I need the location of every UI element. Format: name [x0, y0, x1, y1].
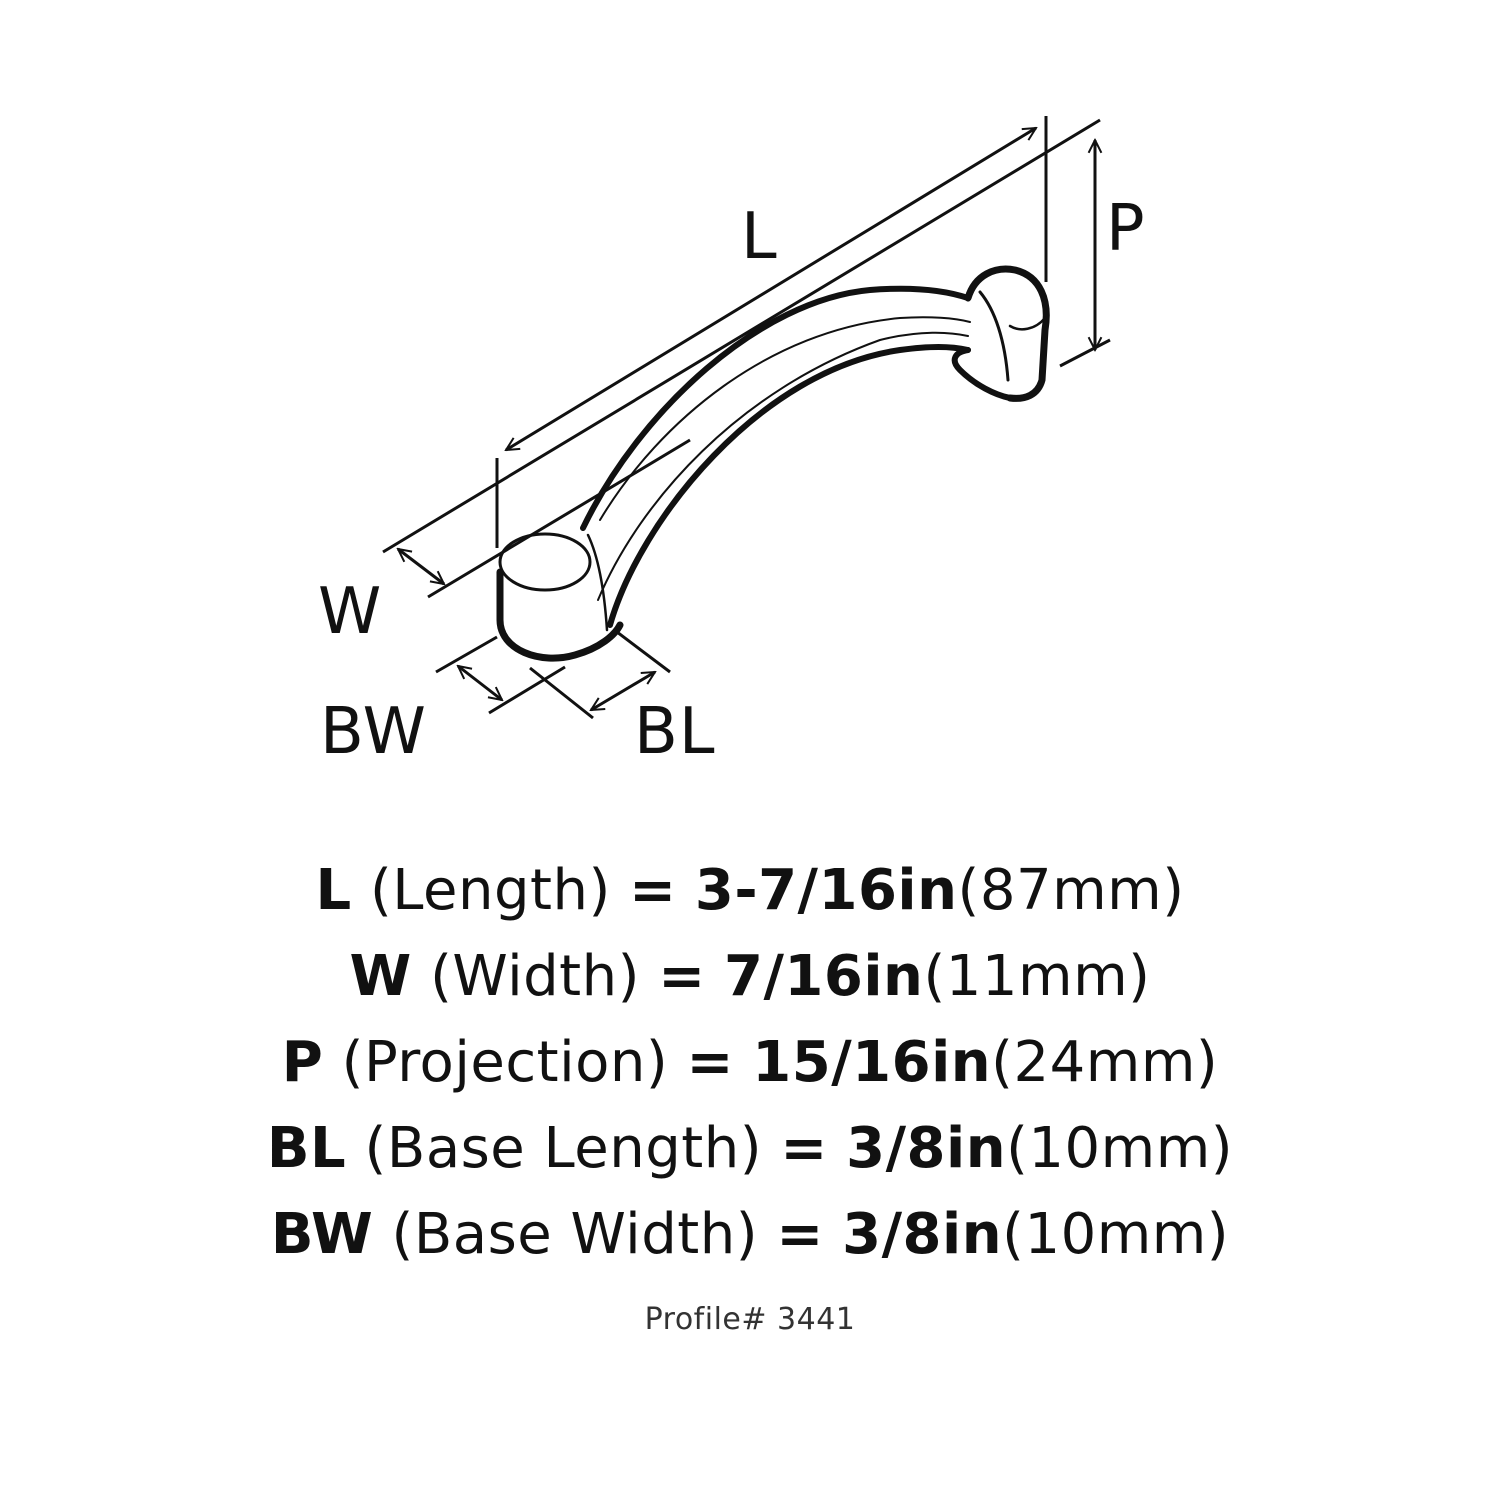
dimension-spec-list: L (Length) = 3-7/16in(87mm) W (Width) = … [0, 848, 1500, 1278]
projection-label: P [1106, 192, 1146, 266]
spec-equals: = [686, 1030, 734, 1095]
spec-metric: (11mm) [923, 944, 1151, 1009]
spec-equals: = [780, 1116, 828, 1181]
spec-imperial: 7/16in [724, 944, 924, 1009]
spec-name: (Base Length) [364, 1116, 763, 1181]
spec-metric: (10mm) [1006, 1116, 1234, 1181]
spec-name: (Length) [369, 858, 611, 923]
spec-imperial: 3-7/16in [694, 858, 958, 923]
spec-code: BW [270, 1202, 374, 1267]
base-width-label: BW [320, 695, 427, 769]
length-label: L [741, 200, 778, 274]
spec-imperial: 3/8in [846, 1116, 1007, 1181]
spec-imperial: 15/16in [752, 1030, 992, 1095]
spec-equals: = [776, 1202, 824, 1267]
projection-dimension [1059, 140, 1111, 368]
spec-name: (Width) [430, 944, 640, 1009]
spec-code: L [315, 858, 352, 923]
base-dimensions [435, 630, 671, 720]
spec-metric: (87mm) [957, 858, 1185, 923]
spec-width: W (Width) = 7/16in(11mm) [0, 934, 1500, 1020]
spec-imperial: 3/8in [842, 1202, 1003, 1267]
profile-number: Profile# 3441 [644, 1302, 856, 1337]
spec-name: (Projection) [341, 1030, 669, 1095]
spec-projection: P (Projection) = 15/16in(24mm) [0, 1020, 1500, 1106]
pull-handle-drawing: L P W BW BL [318, 116, 1146, 769]
spec-code: P [281, 1030, 324, 1095]
spec-base-width: BW (Base Width) = 3/8in(10mm) [0, 1192, 1500, 1278]
width-label: W [318, 575, 383, 649]
width-dimension [382, 118, 1101, 599]
spec-code: BL [266, 1116, 347, 1181]
spec-equals: = [658, 944, 706, 1009]
spec-equals: = [629, 858, 677, 923]
handle-body [496, 265, 1050, 662]
spec-code: W [349, 944, 412, 1009]
spec-name: (Base Width) [391, 1202, 759, 1267]
base-length-label: BL [634, 695, 716, 769]
spec-length: L (Length) = 3-7/16in(87mm) [0, 848, 1500, 934]
spec-base-length: BL (Base Length) = 3/8in(10mm) [0, 1106, 1500, 1192]
length-dimension [495, 116, 1048, 548]
pull-handle-illustration [382, 116, 1111, 720]
spec-metric: (10mm) [1002, 1202, 1230, 1267]
spec-metric: (24mm) [991, 1030, 1219, 1095]
